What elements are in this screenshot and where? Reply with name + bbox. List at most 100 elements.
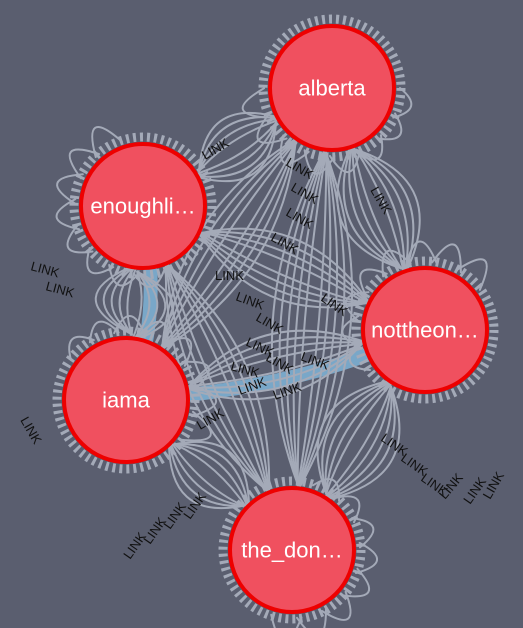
edge-iama-to-alberta-2[interactable] [156, 142, 297, 353]
self-loop-the_donald-4[interactable] [341, 567, 371, 598]
self-loop-alberta-3[interactable] [328, 149, 361, 174]
edge-nottheonion-to-alberta-4[interactable] [354, 148, 421, 277]
edge-nottheonion-to-alberta-2[interactable] [354, 148, 409, 277]
edge-alberta-to-nottheonion-1[interactable] [351, 141, 403, 270]
edge-alberta-to-enoughlibertarianspam-0[interactable] [197, 117, 284, 173]
self-loop-nottheonion-5[interactable] [405, 240, 438, 266]
self-loop-iama-7[interactable] [180, 410, 212, 442]
edge-the_donald-to-alberta-0[interactable] [296, 152, 328, 494]
edge-iama-to-the_donald-3[interactable] [168, 437, 245, 510]
edge-the_donald-to-nottheonion-3[interactable] [321, 385, 396, 502]
self-loop-enoughlibertarianspam-4[interactable] [55, 198, 81, 231]
edge-enoughlibertarianspam-to-alberta-0[interactable] [191, 121, 278, 177]
edge-iama-to-enoughlibertarianspam-4[interactable] [130, 270, 175, 344]
self-loop-alberta-6[interactable] [256, 112, 288, 144]
edge-nottheonion-to-the_donald-3[interactable] [321, 378, 396, 495]
edge-the_donald-to-alberta-2[interactable] [296, 152, 339, 494]
edge-alberta-to-the_donald-0[interactable] [296, 144, 328, 486]
edge-alberta-to-nottheonion-3[interactable] [342, 141, 403, 270]
self-loop-the_donald-7[interactable] [270, 613, 303, 628]
node-enoughlibertarianspam[interactable]: enoughli… [79, 142, 207, 270]
node-circle[interactable] [268, 24, 396, 152]
self-loop-enoughlibertarianspam-6[interactable] [68, 148, 101, 180]
edge-alberta-to-nottheonion-4[interactable] [336, 141, 403, 270]
self-loop-alberta-4[interactable] [303, 149, 336, 175]
self-loop-nottheonion-4[interactable] [381, 249, 412, 278]
edge-the_donald-to-nottheonion-0[interactable] [321, 385, 392, 502]
edge-nottheonion-to-enoughlibertarianspam-1[interactable] [202, 231, 373, 308]
self-loop-nottheonion-7[interactable] [455, 258, 488, 291]
edge-the_donald-to-alberta-3[interactable] [296, 152, 346, 494]
node-circle[interactable] [62, 336, 190, 464]
edge-enoughlibertarianspam-to-the_donald-0[interactable] [165, 258, 267, 491]
edge-nottheonion-to-enoughlibertarianspam-3[interactable] [202, 227, 373, 308]
edge-the_donald-to-enoughlibertarianspam-2[interactable] [168, 265, 270, 498]
self-loop-iama-3[interactable] [139, 320, 169, 348]
edge-iama-to-the_donald-2[interactable] [168, 437, 245, 507]
node-circle[interactable] [79, 142, 207, 270]
edge-the_donald-to-iama-0[interactable] [173, 443, 250, 513]
edge-the_donald-to-enoughlibertarianspam-3[interactable] [168, 265, 271, 498]
edge-alberta-to-nottheonion-0[interactable] [351, 141, 403, 270]
edge-nottheonion-to-alberta-0[interactable] [354, 148, 406, 277]
node-nottheonion[interactable]: nottheon… [361, 266, 489, 394]
self-loop-iama-5[interactable] [181, 360, 210, 392]
edge-nottheonion-to-iama-1[interactable] [189, 341, 370, 386]
edge-enoughlibertarianspam-to-nottheonion-3[interactable] [195, 228, 366, 309]
edge-label: LINK [199, 135, 232, 163]
edge-nottheonion-to-enoughlibertarianspam-2[interactable] [202, 231, 373, 308]
edge-iama-to-nottheonion-0[interactable] [181, 344, 362, 388]
edge-the_donald-to-alberta-1[interactable] [296, 152, 332, 494]
edge-the_donald-to-enoughlibertarianspam-0[interactable] [168, 265, 270, 498]
edge-iama-to-alberta-0[interactable] [156, 142, 297, 353]
self-loop-the_donald-3[interactable] [354, 541, 379, 575]
node-circle[interactable] [361, 266, 489, 394]
self-loop-the_donald-6[interactable] [296, 607, 328, 628]
edge-iama-to-the_donald-0[interactable] [168, 437, 245, 507]
self-loop-alberta-0[interactable] [392, 87, 413, 119]
nodes[interactable]: alberta enoughli… nottheon… iama the_don… [62, 24, 489, 614]
self-loop-iama-4[interactable] [163, 337, 193, 367]
self-loop-iama-6[interactable] [191, 384, 217, 418]
node-alberta[interactable]: alberta [268, 24, 396, 152]
edge-alberta-to-the_donald-1[interactable] [292, 144, 328, 486]
edge-iama-to-alberta-1[interactable] [156, 142, 297, 353]
self-loop-nottheonion-3[interactable] [359, 268, 388, 297]
edge-nottheonion-to-alberta-1[interactable] [354, 148, 406, 277]
edge-alberta-to-the_donald-2[interactable] [285, 144, 328, 486]
self-loop-enoughlibertarianspam-7[interactable] [91, 126, 123, 159]
edge-the_donald-to-enoughlibertarianspam-1[interactable] [168, 265, 270, 498]
node-iama[interactable]: iama [62, 336, 190, 464]
edge-nottheonion-to-the_donald-4[interactable] [316, 378, 396, 495]
edge-nottheonion-to-the_donald-2[interactable] [324, 378, 396, 495]
self-loop-alberta-5[interactable] [279, 134, 310, 165]
edge-alberta-to-the_donald-3[interactable] [278, 144, 328, 486]
edge-the_donald-to-nottheonion-1[interactable] [321, 385, 392, 502]
edge-enoughlibertarianspam-to-nottheonion-2[interactable] [195, 228, 366, 305]
edge-iama-to-nottheonion-1[interactable] [181, 344, 362, 389]
node-circle[interactable] [228, 486, 356, 614]
edge-the_donald-to-alberta-4[interactable] [296, 152, 354, 494]
edge-nottheonion-to-iama-0[interactable] [189, 342, 370, 386]
self-loop-the_donald-2[interactable] [351, 517, 375, 549]
edge-iama-to-nottheonion-3[interactable] [181, 344, 362, 401]
self-loop-alberta-7[interactable] [241, 87, 272, 119]
edge-enoughlibertarianspam-to-iama-0[interactable] [126, 262, 139, 336]
edge-the_donald-to-iama-3[interactable] [173, 440, 250, 513]
edge-enoughlibertarianspam-to-alberta-2[interactable] [191, 121, 278, 178]
edge-the_donald-to-nottheonion-4[interactable] [321, 385, 401, 502]
self-loop-enoughlibertarianspam-5[interactable] [56, 173, 84, 205]
edge-alberta-to-nottheonion-2[interactable] [348, 141, 403, 270]
self-loop-enoughlibertarianspam-3[interactable] [66, 223, 94, 254]
edge-alberta-to-the_donald-4[interactable] [270, 144, 328, 486]
self-loop-the_donald-5[interactable] [321, 590, 352, 621]
node-the_donald[interactable]: the_don… [228, 486, 356, 614]
edge-iama-to-enoughlibertarianspam-3[interactable] [130, 270, 167, 344]
self-loop-nottheonion-6[interactable] [431, 243, 462, 274]
edge-label: LINK [215, 268, 244, 283]
edge-enoughlibertarianspam-to-nottheonion-1[interactable] [195, 228, 366, 305]
self-loop-nottheonion-1[interactable] [341, 315, 361, 348]
edge-the_donald-to-iama-1[interactable] [173, 443, 250, 513]
edge-iama-to-alberta-3[interactable] [156, 142, 297, 353]
